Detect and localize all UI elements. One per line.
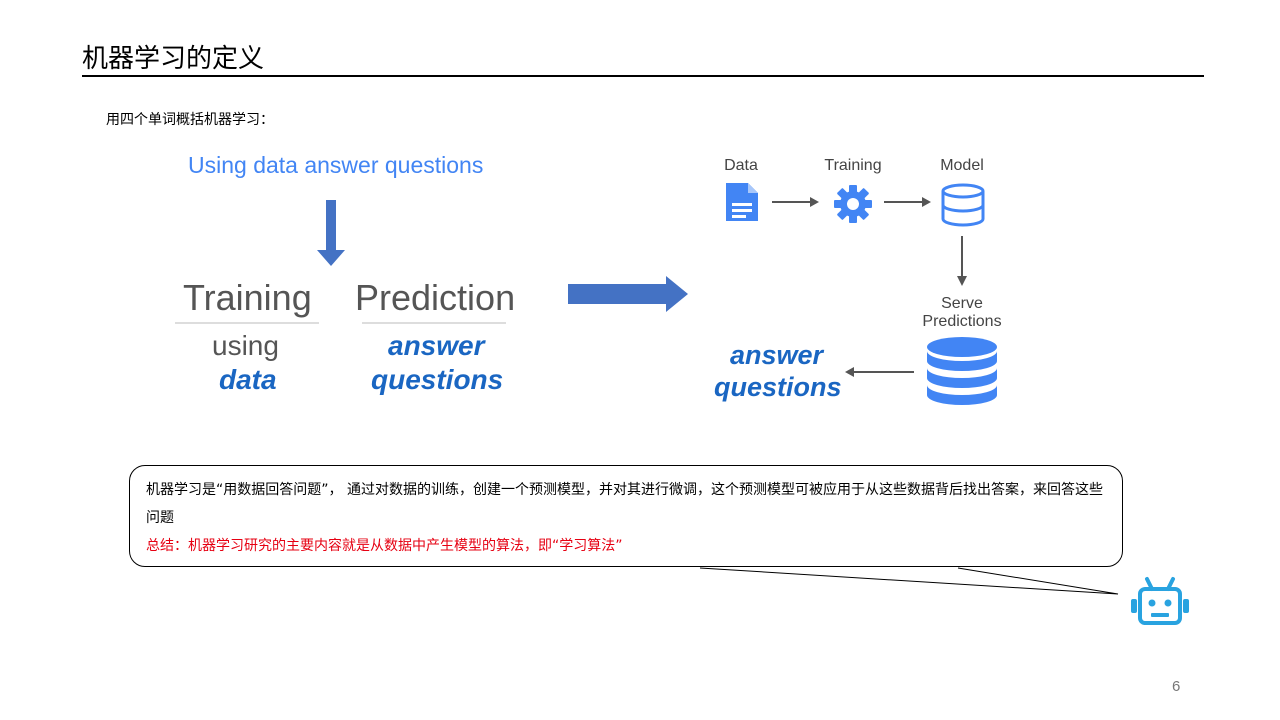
- summary-sentence: Using data answer questions: [188, 152, 484, 178]
- title-divider: [82, 75, 1204, 77]
- training-sub-data: data: [219, 364, 277, 395]
- document-icon: [726, 183, 758, 221]
- flow-answer-line1: answer: [730, 340, 824, 370]
- speech-bubble: 机器学习是“用数据回答问题”， 通过对数据的训练，创建一个预测模型，并对其进行微…: [129, 465, 1123, 567]
- bubble-summary: 总结：机器学习研究的主要内容就是从数据中产生模型的算法，即“学习算法”: [146, 538, 623, 554]
- database-icon: [941, 183, 985, 227]
- flow-label-training: Training: [824, 157, 882, 174]
- flow-label-predictions: Predictions: [922, 313, 1002, 330]
- speech-bubble-tail: [699, 567, 1119, 595]
- prediction-underline: [362, 322, 506, 324]
- training-heading: Training: [183, 277, 312, 318]
- arrow-serve-to-answer-icon: [845, 367, 914, 377]
- robot-icon: [1131, 577, 1189, 625]
- arrow-model-to-serve-icon: [957, 236, 967, 286]
- down-arrow-icon: [317, 200, 345, 266]
- flow-label-model: Model: [940, 157, 984, 174]
- intro-text: 用四个单词概括机器学习：: [106, 112, 274, 128]
- prediction-sub-questions: questions: [371, 364, 504, 395]
- flow-answer-line2: questions: [714, 372, 842, 402]
- arrow-data-to-training-icon: [772, 197, 819, 207]
- slide-title: 机器学习的定义: [82, 44, 265, 74]
- training-sub-using: using: [212, 330, 279, 361]
- prediction-heading: Prediction: [355, 277, 516, 318]
- training-underline: [175, 322, 319, 324]
- gear-icon: [834, 185, 872, 223]
- prediction-sub-answer: answer: [388, 330, 485, 361]
- bubble-paragraph: 机器学习是“用数据回答问题”， 通过对数据的训练，创建一个预测模型，并对其进行微…: [146, 482, 1103, 526]
- right-arrow-icon: [568, 276, 688, 312]
- page-number: 6: [1172, 678, 1181, 695]
- arrow-training-to-model-icon: [884, 197, 931, 207]
- flow-label-serve: Serve: [941, 295, 983, 312]
- flow-label-data: Data: [724, 157, 758, 174]
- database-large-icon: [927, 337, 997, 405]
